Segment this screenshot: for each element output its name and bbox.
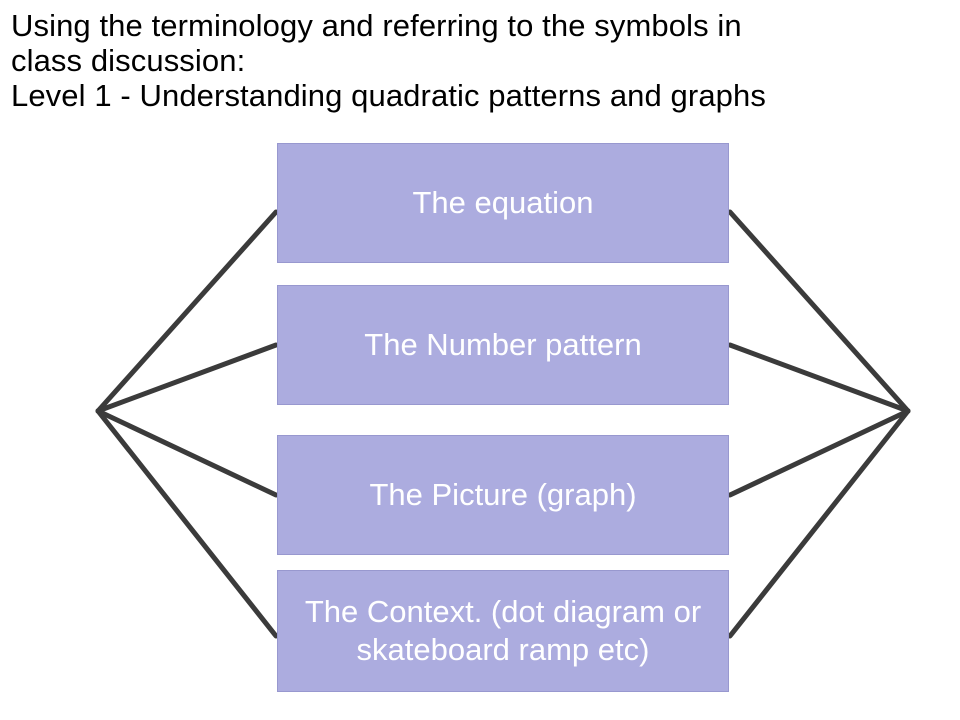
box-equation: The equation (277, 143, 729, 263)
connector-left-equation (95, 209, 279, 414)
heading-line-1: Using the terminology and referring to t… (11, 8, 742, 43)
box-number-pattern: The Number pattern (277, 285, 729, 405)
connector-left-context (95, 408, 279, 639)
connector-left-picture (95, 408, 279, 498)
box-picture-graph-label: The Picture (graph) (369, 477, 637, 512)
connector-right-number-pattern (727, 342, 911, 414)
connector-right-picture (727, 408, 911, 498)
box-equation-label: The equation (412, 185, 594, 220)
box-number-pattern-label: The Number pattern (364, 327, 642, 362)
connector-right-equation (727, 209, 911, 414)
heading-line-3: Level 1 - Understanding quadratic patter… (11, 78, 766, 113)
box-context: The Context. (dot diagram or skateboard … (277, 570, 729, 692)
slide-heading: Using the terminology and referring to t… (11, 8, 941, 113)
connector-right-context (727, 408, 911, 639)
connector-left-number-pattern (95, 342, 279, 414)
heading-line-2: class discussion: (11, 43, 246, 78)
box-picture-graph: The Picture (graph) (277, 435, 729, 555)
box-context-label: The Context. (dot diagram or skateboard … (304, 594, 702, 667)
